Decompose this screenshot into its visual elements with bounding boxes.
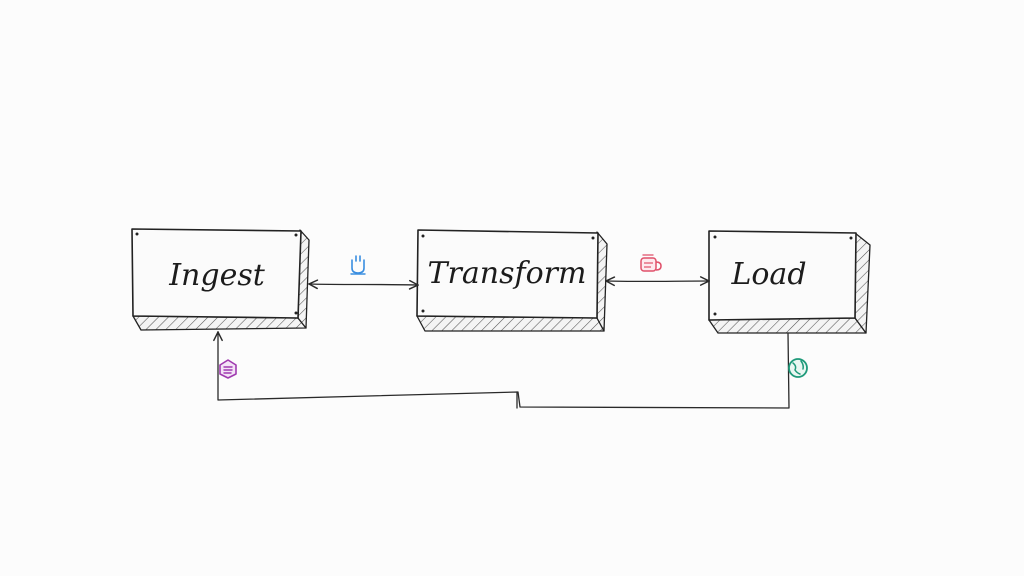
plug-icon (350, 255, 366, 275)
database-icon (640, 254, 662, 272)
node-load: Load (708, 230, 871, 334)
node-ingest-front (131, 228, 302, 319)
node-ingest: Ingest (131, 228, 310, 331)
node-load-front (708, 230, 857, 321)
edge-load-ingest-loop (218, 332, 790, 409)
node-transform-label: Transform (428, 256, 587, 291)
node-transform: Transform (416, 229, 608, 332)
globe-icon (788, 358, 808, 378)
node-load-side (854, 232, 871, 334)
node-ingest-label: Ingest (168, 258, 266, 293)
edge-ingest-transform (309, 284, 418, 285)
node-load-label: Load (730, 257, 806, 292)
stack-icon (219, 359, 237, 379)
